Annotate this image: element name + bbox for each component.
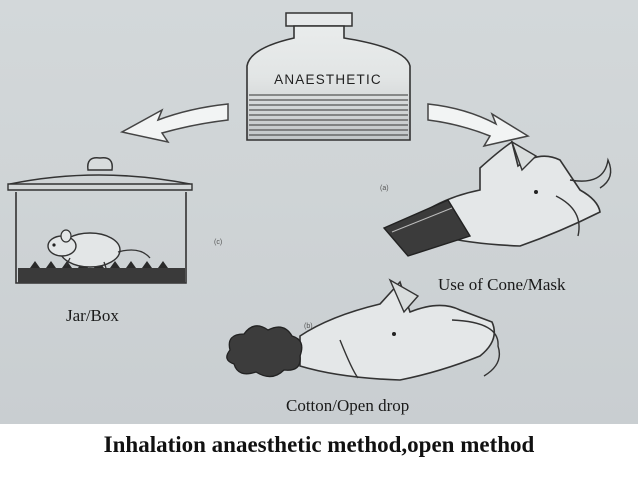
- arrow-left-icon: [119, 103, 229, 144]
- bottle-cap: [285, 12, 353, 27]
- arrow-right-icon: [427, 103, 530, 148]
- mask-strap-a: [555, 157, 612, 237]
- fig-tag-a: (a): [380, 185, 389, 192]
- bottle-liquid-lines: [249, 94, 408, 136]
- bottle-body: [246, 25, 411, 141]
- jar-cotton-bed: [18, 268, 185, 283]
- dog-ear-a: [510, 140, 538, 172]
- cone-mask: [382, 199, 472, 257]
- jar-lid: [9, 174, 191, 185]
- dog-ear-b: [388, 278, 420, 314]
- label-cone-mask: Use of Cone/Mask: [438, 275, 566, 294]
- fig-tag-c: (c): [214, 239, 222, 246]
- label-cotton: Cotton/Open drop: [286, 396, 410, 415]
- mask-strap-b: [339, 319, 501, 379]
- fig-tag-b: (b): [304, 323, 313, 330]
- anaesthetic-bottle: ANAESTHETIC: [246, 12, 411, 141]
- bottle-label: ANAESTHETIC: [274, 72, 382, 87]
- mouse-icon: [47, 229, 151, 269]
- page-title: Inhalation anaesthetic method,open metho…: [103, 432, 535, 457]
- dog-with-cone-mask: (a): [380, 140, 612, 257]
- jar-knob: [87, 157, 113, 171]
- cotton-pad: [226, 325, 303, 378]
- diagram-drawing: ANAESTHETIC: [7, 12, 612, 381]
- diagram-sheet: ANAESTHETIC: [0, 0, 638, 424]
- dog-with-cotton: (b): [226, 278, 501, 381]
- dog-head-b: [299, 280, 496, 381]
- label-jar-box: Jar/Box: [66, 306, 119, 325]
- jar-box: (c): [7, 157, 222, 284]
